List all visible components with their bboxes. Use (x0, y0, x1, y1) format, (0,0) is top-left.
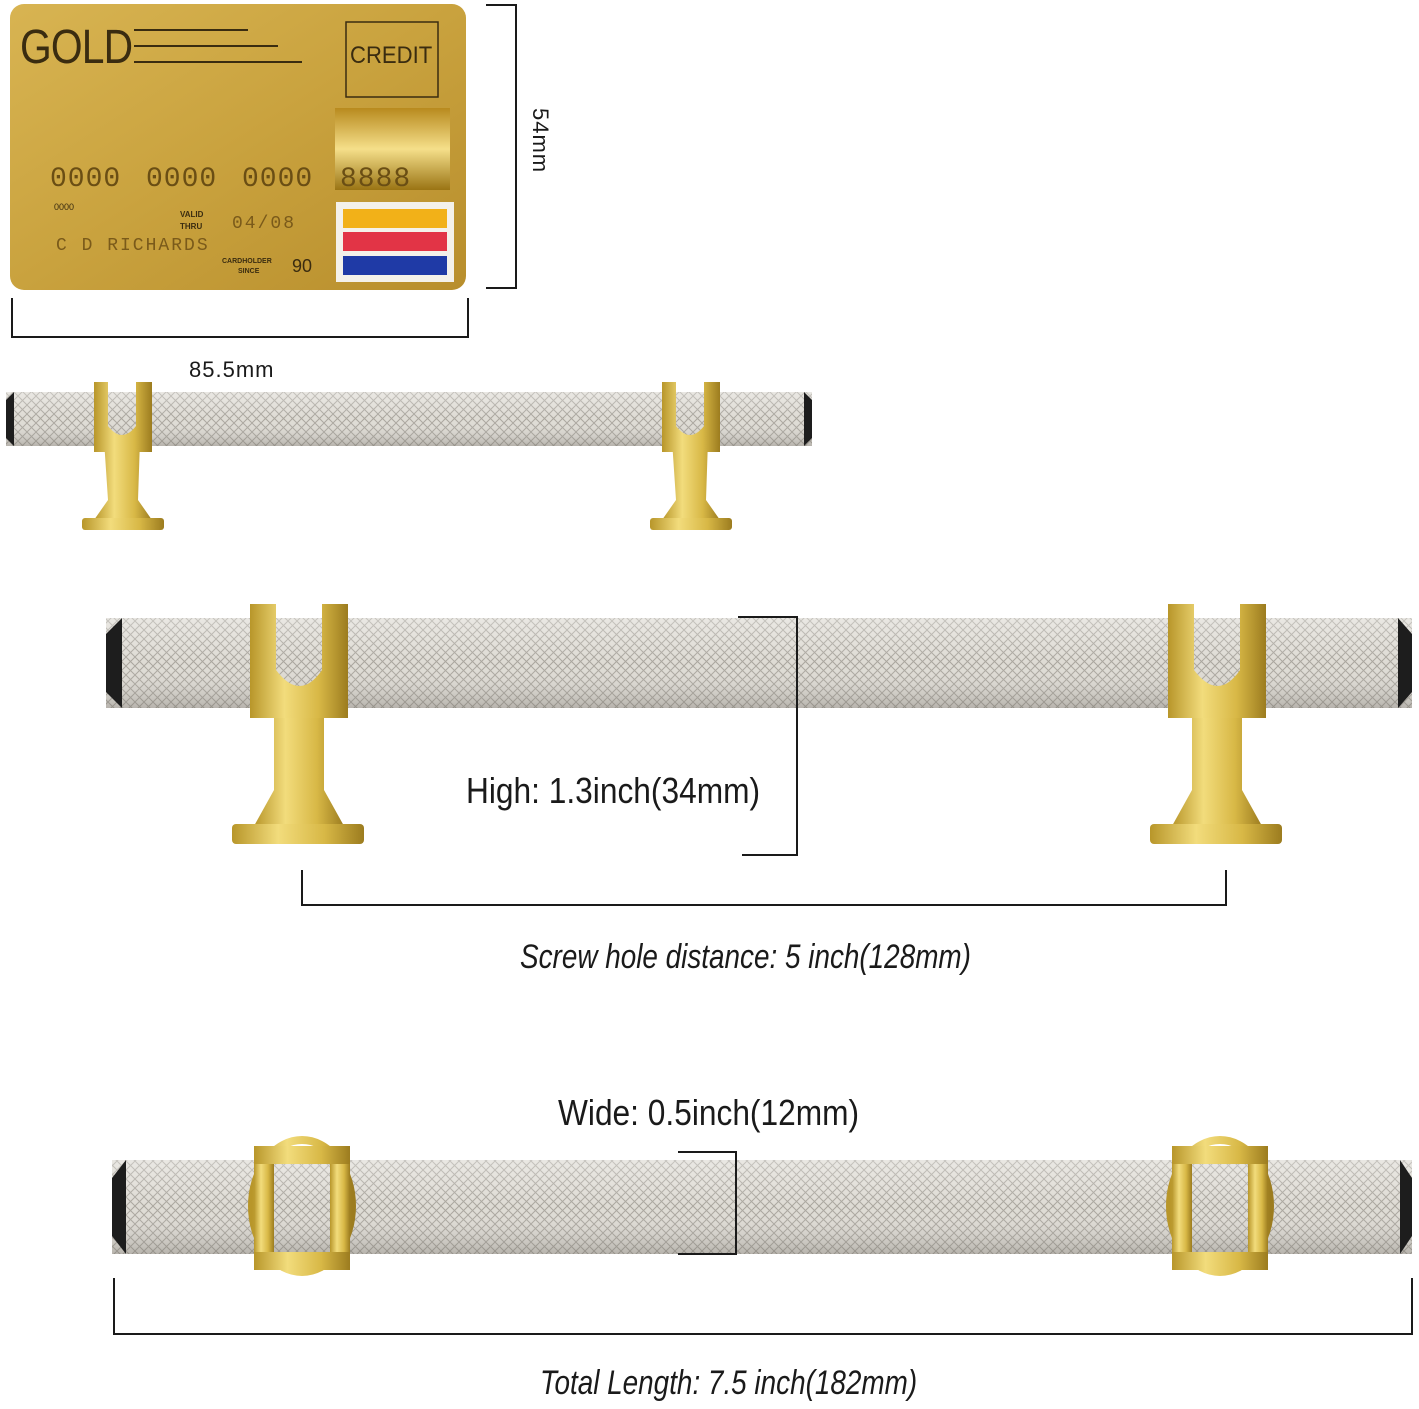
handle-large-front-view (106, 604, 1412, 844)
card-since-label-1: CARDHOLDER (222, 258, 272, 265)
card-type: CREDIT (350, 42, 433, 69)
screw-hole-distance-label: Screw hole distance: 5 inch(128mm) (520, 938, 971, 976)
handle-wide-label: Wide: 0.5inch(12mm) (558, 1092, 860, 1133)
handle-high-label: High: 1.3inch(34mm) (466, 770, 761, 811)
card-holder-name: C D RICHARDS (56, 236, 210, 256)
hologram-chip (335, 108, 450, 190)
card-width-bracket (11, 298, 469, 338)
handle-small-front-view (6, 382, 812, 530)
card-number-group-3: 0000 (242, 164, 314, 195)
card-width-label: 85.5mm (189, 357, 275, 382)
card-small-number: 0000 (54, 202, 75, 212)
card-valid-label-2: THRU (180, 222, 203, 231)
card-expiry: 04/08 (232, 214, 297, 234)
card-number-group-1: 0000 (50, 164, 122, 195)
card-color-stripe (343, 256, 447, 275)
card-color-stripe (343, 232, 447, 251)
card-number-group-2: 0000 (146, 164, 218, 195)
card-height-label: 54mm (528, 108, 553, 174)
card-number-group-4: 8888 (340, 164, 412, 195)
card-since-label-2: SINCE (238, 268, 260, 275)
high-bracket (738, 616, 798, 856)
screw-distance-bracket (301, 870, 1227, 906)
total-length-bracket (113, 1278, 1413, 1335)
handle-top-view (112, 1136, 1412, 1276)
card-since-value: 90 (292, 256, 313, 276)
card-height-bracket (486, 4, 517, 289)
total-length-label: Total Length: 7.5 inch(182mm) (540, 1364, 918, 1402)
card-brand: GOLD (20, 21, 133, 74)
wide-bracket (678, 1151, 737, 1255)
card-valid-label-1: VALID (180, 210, 204, 219)
credit-card (10, 4, 466, 290)
card-color-stripe (343, 209, 447, 228)
